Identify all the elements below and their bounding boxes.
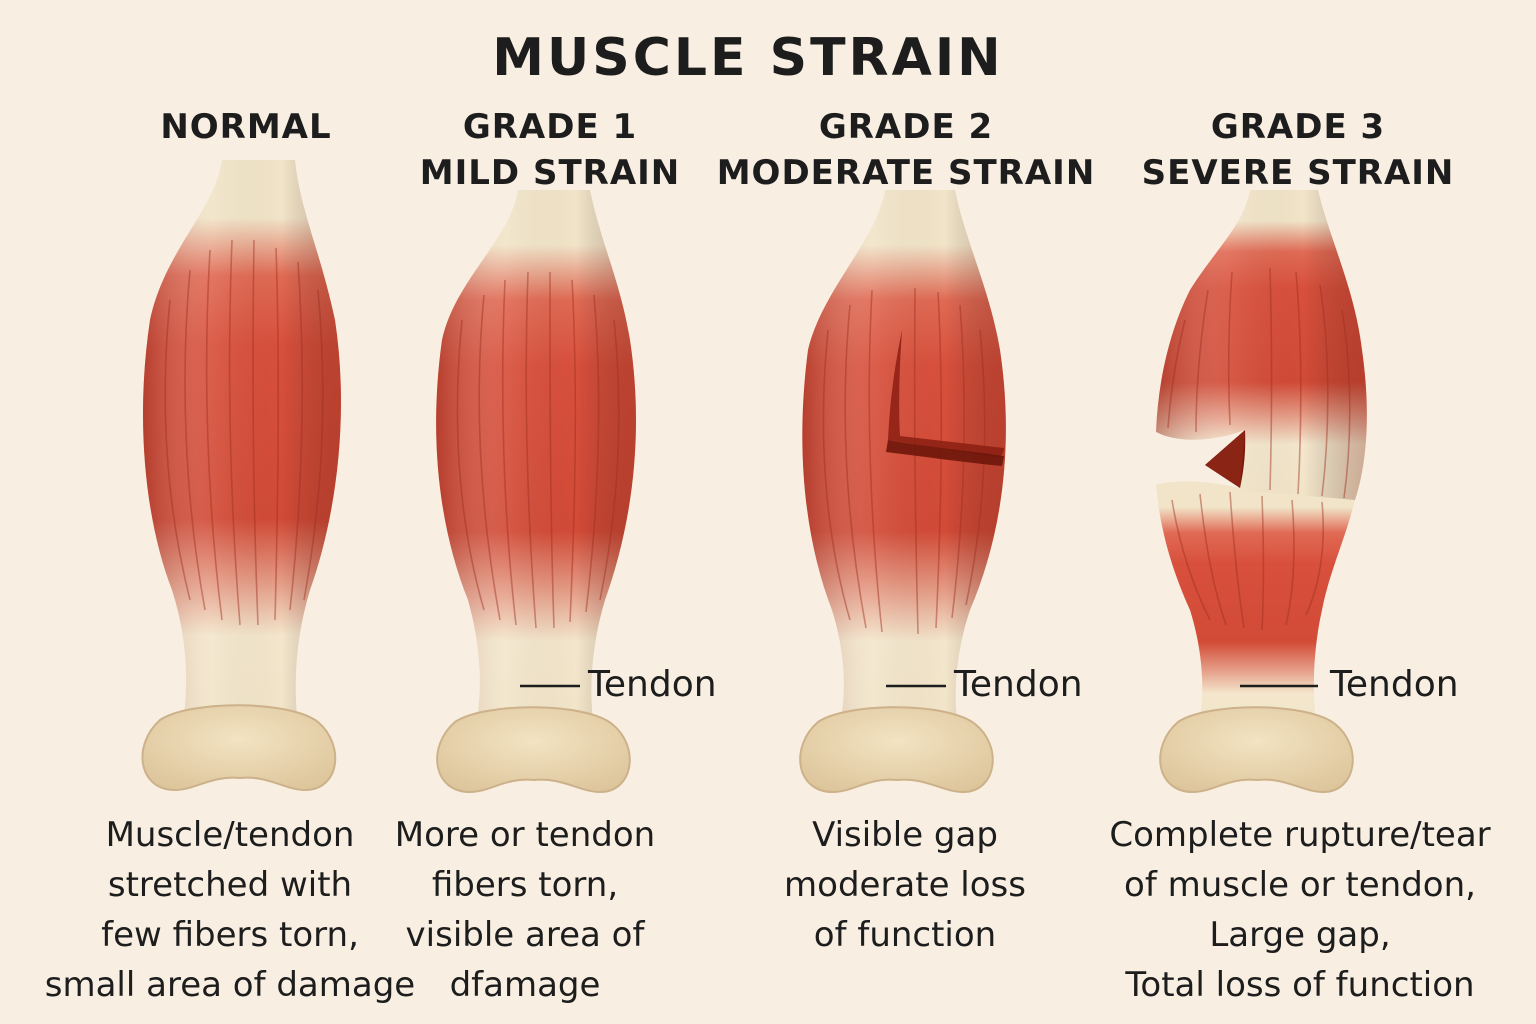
grade-2-bone [799,706,994,794]
heading-normal: NORMAL [36,104,456,150]
grade-3-fibers [1167,267,1351,631]
grade-3-bone [1159,706,1354,794]
grade-1-tendon-label: Tendon [588,664,717,705]
heading-grade-2-line1: GRADE 2 [818,107,994,147]
desc-normal-line: stretched with [107,865,353,905]
heading-normal-line1: NORMAL [160,107,332,147]
normal-fibers [164,239,324,626]
heading-grade-2-line2: MODERATE STRAIN [716,153,1096,193]
desc-grade-1-line: fibers torn, [431,865,619,905]
heading-grade-2: GRADE 2 MODERATE STRAIN [696,104,1116,196]
grade-3-lower-muscle [1156,481,1355,740]
heading-grade-1-line1: GRADE 1 [462,107,638,147]
desc-grade-2-line: moderate loss [784,865,1026,905]
desc-grade-3: Complete rupture/tear of muscle or tendo… [1080,810,1520,1010]
desc-grade-2-line: Visible gap [812,815,998,855]
desc-normal-line: few fibers torn, [101,915,359,955]
desc-grade-1: More or tendon fibers torn, visible area… [370,810,680,1010]
normal-bone [141,704,337,792]
desc-normal: Muscle/tendon stretched with few fibers … [20,810,440,1010]
desc-grade-3-line: Large gap, [1209,915,1391,955]
heading-grade-3: GRADE 3 SEVERE STRAIN [1088,104,1508,196]
grade-2-fibers [822,287,986,635]
desc-grade-3-line: of muscle or tendon, [1124,865,1476,905]
grade-1-fibers [456,271,620,629]
desc-normal-line: small area of damage [44,965,416,1005]
grade-1-muscle [436,190,636,794]
grade-2-tendon-label: Tendon [954,664,1083,705]
heading-grade-1: GRADE 1 MILD STRAIN [340,104,760,196]
normal-muscle [141,160,341,792]
desc-grade-1-line: visible area of [405,915,645,955]
desc-grade-3-line: Total loss of function [1125,965,1475,1005]
desc-grade-2-line: of function [813,915,997,955]
grade-3-tendon-label: Tendon [1330,664,1459,705]
grade-2-tear [888,330,1004,458]
heading-grade-3-line1: GRADE 3 [1210,107,1386,147]
page-title: MUSCLE STRAIN [492,28,1004,88]
grade-2-muscle [799,190,1006,794]
grade-3-muscle [1156,190,1367,794]
desc-grade-2: Visible gap moderate loss of function [740,810,1070,960]
desc-grade-1-line: More or tendon [394,815,656,855]
desc-grade-1-line: dfamage [449,965,601,1005]
desc-normal-line: Muscle/tendon [105,815,355,855]
grade-1-bone [436,706,631,794]
heading-grade-1-line2: MILD STRAIN [419,153,681,193]
desc-grade-3-line: Complete rupture/tear [1109,815,1491,855]
heading-grade-3-line2: SEVERE STRAIN [1141,153,1455,193]
